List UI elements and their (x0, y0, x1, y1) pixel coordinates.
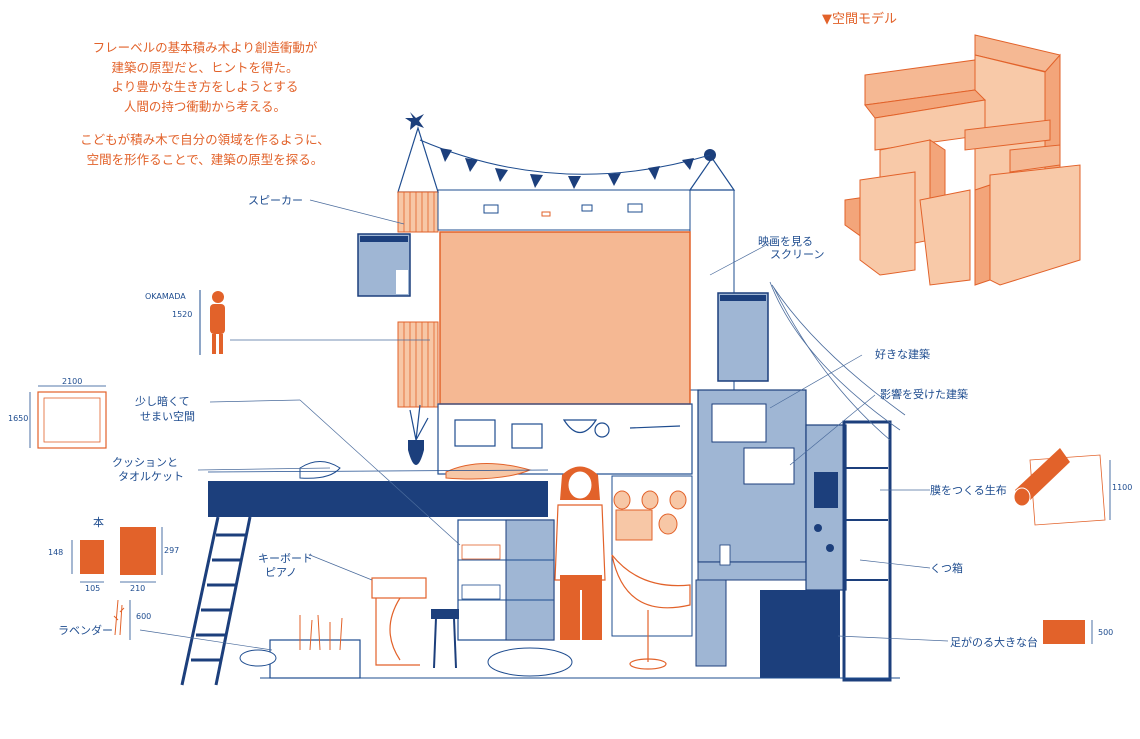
label-lavender: ラベンダー (58, 624, 113, 637)
intro-line-4: 人間の持つ衝動から考える。 (123, 98, 287, 114)
bunting-flags (419, 139, 711, 189)
bookshelf (457, 519, 555, 641)
lavender-sketch (113, 599, 131, 640)
loft-platform (207, 461, 549, 517)
space-model-title: ▼空間モデル (822, 12, 897, 27)
person-scale-figure (199, 290, 225, 355)
label-keyboard-line2: ピアノ (265, 566, 298, 579)
left-tower (357, 112, 439, 408)
fabric-roll-sketch (1013, 448, 1111, 526)
space-model-blocks (844, 34, 1081, 286)
dim-600: 600 (136, 612, 152, 621)
intro-line-2: 建築の原型だと、ヒントを得た。 (111, 59, 299, 75)
leader-lines (139, 199, 949, 651)
potted-plant (408, 404, 429, 465)
label-shoe-box: くつ箱 (930, 562, 963, 575)
label-dark-space-line2: せまい空間 (140, 410, 195, 423)
intro-paragraph: フレーベルの基本積み木より創造衝動が 建築の原型だと、ヒントを得た。 より豊かな… (40, 38, 370, 169)
label-height-1520: 1520 (172, 310, 193, 319)
intro-spacer (40, 116, 370, 130)
dim-105: 105 (85, 584, 101, 593)
intro-line-6: 空間を形作ることで、建築の原型を探る。 (86, 151, 324, 167)
intro-line-1: フレーベルの基本積み木より創造衝動が (92, 40, 318, 55)
shoe-shelf (805, 420, 892, 682)
label-curtain-fabric: 膜をつくる生布 (930, 484, 1007, 497)
label-okamada: OKAMADA (145, 292, 186, 301)
label-influence-architecture: 影響を受けた建築 (880, 388, 968, 401)
label-speaker: スピーカー (248, 194, 303, 207)
stool (431, 609, 459, 669)
label-cushion-line1: クッションと (112, 456, 178, 469)
movie-screen (439, 231, 691, 405)
dim-148: 148 (48, 548, 64, 557)
label-foot-stool: 足がのる大きな台 (950, 636, 1038, 649)
towel-shelf (611, 475, 693, 637)
dim-2100: 2100 (62, 377, 83, 386)
dim-297: 297 (164, 546, 180, 555)
upper-frame (437, 189, 691, 231)
keyboard-piano (371, 577, 427, 666)
dim-1650: 1650 (8, 414, 29, 423)
small-mat-sketch (29, 385, 107, 449)
dim-500: 500 (1098, 628, 1114, 637)
label-screen-line1: 映画を見る (758, 235, 813, 248)
intro-line-3: より豊かな生き方をしようとする (111, 79, 299, 94)
label-keyboard-line1: キーボード (258, 552, 313, 565)
foot-stool-sketch (1043, 620, 1093, 644)
person-figure (554, 466, 606, 640)
lounge-chair (611, 554, 691, 670)
label-cushion-line2: タオルケット (118, 470, 184, 483)
intro-line-5: こどもが積み木で自分の領域を作るように、 (80, 132, 330, 147)
label-screen-line2: スクリーン (770, 248, 825, 261)
label-favorite-architecture: 好きな建築 (875, 348, 930, 361)
right-cabinet (695, 389, 840, 678)
book-sketches (71, 527, 163, 583)
ladder (180, 516, 252, 686)
dim-1100: 1100 (1112, 483, 1133, 492)
right-tower (688, 149, 769, 391)
label-dark-space-line1: 少し暗くて (135, 395, 190, 408)
dim-210: 210 (130, 584, 146, 593)
garden-bed (239, 614, 361, 679)
curtain-strings (769, 281, 906, 441)
label-book: 本 (93, 516, 104, 529)
floor-rug (487, 647, 573, 677)
